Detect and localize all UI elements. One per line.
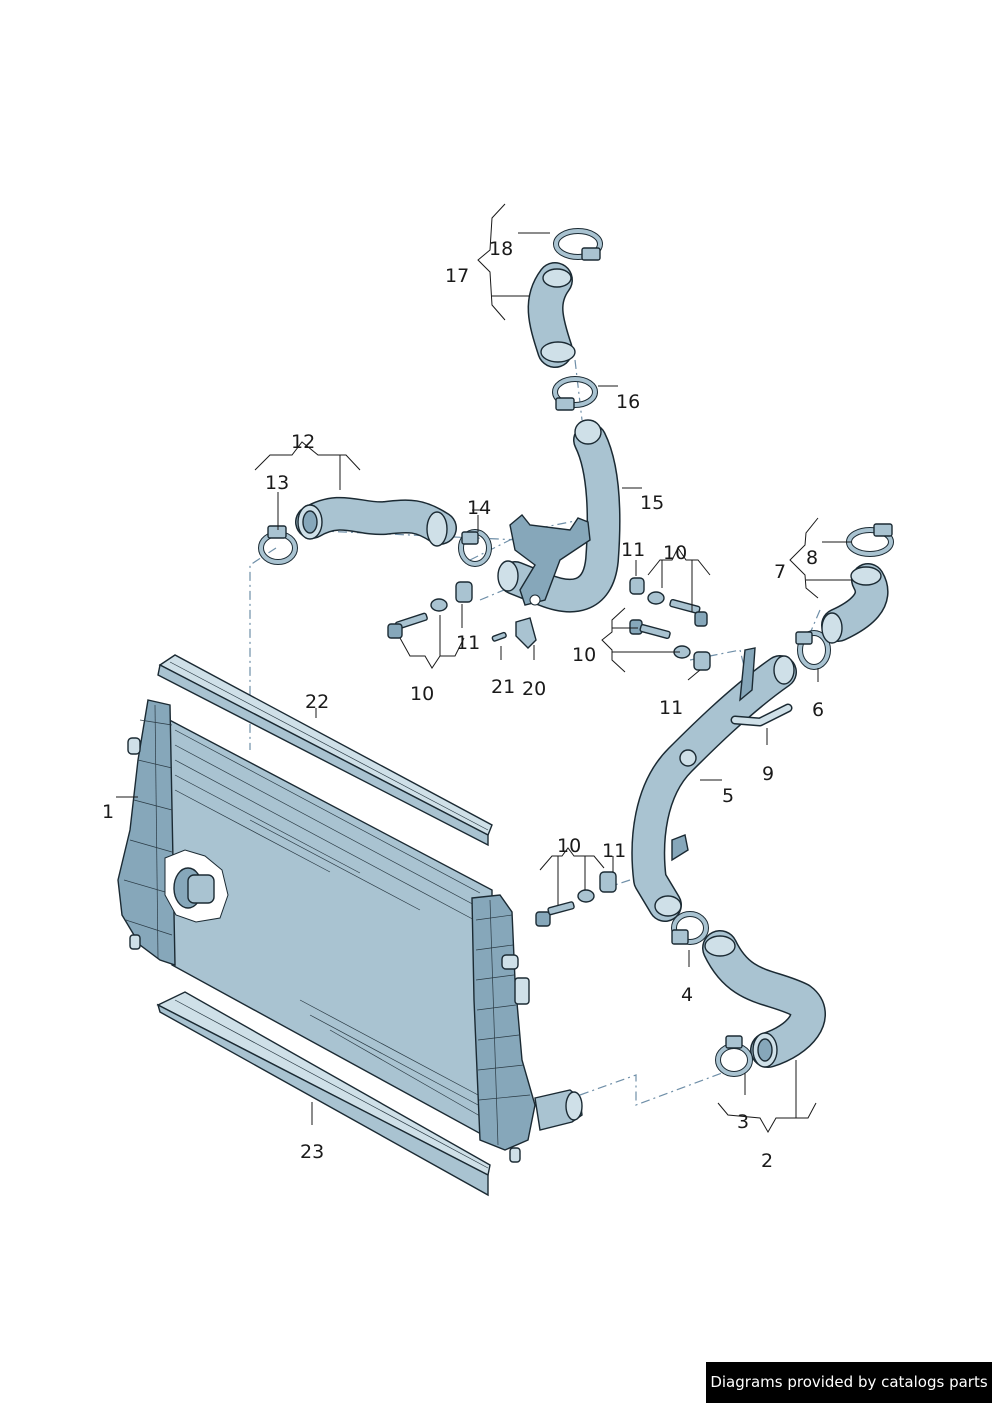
- callout-2: 2: [761, 1150, 773, 1172]
- callout-7: 7: [774, 561, 786, 583]
- clamp-13: [258, 525, 298, 565]
- callout-5: 5: [722, 785, 734, 807]
- callout-12: 12: [291, 431, 315, 453]
- callout-11-upper-right: 11: [621, 539, 645, 561]
- callout-10-upper-left: 10: [410, 683, 434, 705]
- callout-11-upper-left: 11: [456, 632, 480, 654]
- credit-banner: Diagrams provided by catalogs parts: [706, 1362, 992, 1403]
- callout-16: 16: [616, 391, 640, 413]
- clamp-8: [846, 523, 894, 557]
- leader-lines: [116, 203, 852, 1134]
- clamp-3: [715, 1035, 753, 1077]
- hose-17: [527, 262, 576, 368]
- callout-10-upper-right: 10: [663, 542, 687, 564]
- cooler-fins: [174, 729, 481, 1117]
- clamp-6: [795, 630, 831, 670]
- callout-1: 1: [102, 801, 114, 823]
- callout-11-right: 11: [659, 697, 683, 719]
- callout-9: 9: [762, 763, 774, 785]
- callout-labels: 1 2 3 4 5 6 7 8 9 10 10 10 10 11 11 11 1…: [102, 238, 824, 1172]
- callout-10-lower: 10: [557, 835, 581, 857]
- left-tank-grid: [123, 704, 173, 959]
- callout-23: 23: [300, 1141, 324, 1163]
- hose-2: [702, 930, 826, 1068]
- hose-upper-left: [295, 496, 457, 547]
- callout-15: 15: [640, 492, 664, 514]
- callout-17: 17: [445, 265, 469, 287]
- callout-8: 8: [806, 547, 818, 569]
- callout-13: 13: [265, 472, 289, 494]
- callout-21: 21: [491, 676, 515, 698]
- charge-air-cooler: [117, 699, 583, 1163]
- clamp-18: [553, 228, 603, 261]
- callout-18: 18: [489, 238, 513, 260]
- callout-6: 6: [812, 699, 824, 721]
- hose-7: [821, 563, 889, 644]
- callout-20: 20: [522, 678, 546, 700]
- clamp-16: [552, 376, 598, 411]
- right-tank-grid: [475, 899, 531, 1146]
- clamp-14: [458, 529, 492, 567]
- lower-seal-strip: [156, 991, 491, 1197]
- upper-seal-strip: [157, 654, 493, 847]
- clamp-4: [671, 911, 709, 945]
- pipe-15: [497, 419, 621, 613]
- callout-4: 4: [681, 984, 693, 1006]
- callout-22: 22: [305, 691, 329, 713]
- callout-10-right: 10: [572, 644, 596, 666]
- pipe-5: [631, 647, 797, 922]
- callout-3: 3: [737, 1111, 749, 1133]
- callout-11-lower: 11: [602, 840, 626, 862]
- callout-14: 14: [467, 497, 491, 519]
